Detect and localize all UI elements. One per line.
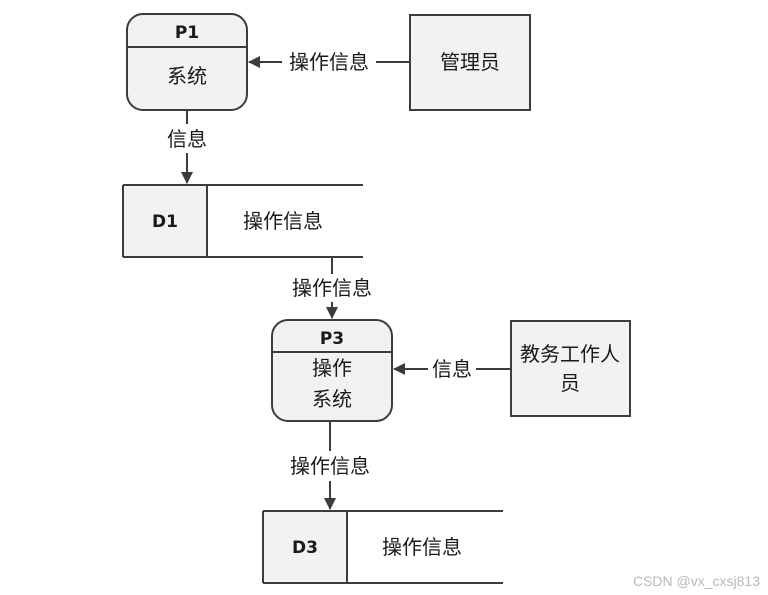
flow-p3-to-d3: 操作信息 (290, 421, 370, 510)
entity-academic-staff-label-line1: 教务工作人 (520, 342, 620, 366)
process-p3-label-line2: 系统 (312, 387, 352, 411)
process-p1: P1 系统 (126, 13, 248, 111)
flow-d1-to-p3: 操作信息 (292, 257, 372, 319)
watermark: CSDN @vx_cxsj813 (633, 573, 760, 589)
process-p3-id: P3 (320, 329, 344, 349)
datastore-d3-id: D3 (292, 538, 318, 558)
entity-admin-label: 管理员 (440, 50, 500, 74)
datastore-d3: D3 操作信息 (262, 510, 503, 584)
entity-admin: 管理员 (409, 14, 531, 111)
entity-academic-staff: 教务工作人 员 (510, 320, 631, 417)
flow-staff-to-p3: 信息 (393, 357, 511, 381)
process-p3-label-line1: 操作 (312, 356, 352, 380)
flow-p1-to-d1-label: 信息 (167, 127, 207, 151)
datastore-d1: D1 操作信息 (122, 184, 363, 258)
flow-p1-to-d1: 信息 (167, 110, 207, 184)
datastore-d3-label: 操作信息 (382, 535, 462, 559)
flow-staff-to-p3-label: 信息 (432, 357, 472, 381)
flow-admin-to-p1-label: 操作信息 (289, 50, 369, 74)
datastore-d1-label: 操作信息 (243, 209, 323, 233)
entity-academic-staff-label-line2: 员 (560, 371, 580, 395)
flow-p3-to-d3-label: 操作信息 (290, 454, 370, 478)
process-p1-id: P1 (175, 23, 199, 43)
flow-admin-to-p1: 操作信息 (248, 50, 410, 74)
datastore-d1-id: D1 (152, 212, 178, 232)
process-p1-label: 系统 (167, 64, 207, 88)
flow-d1-to-p3-label: 操作信息 (292, 276, 372, 300)
process-p3: P3 操作 系统 (271, 319, 393, 422)
